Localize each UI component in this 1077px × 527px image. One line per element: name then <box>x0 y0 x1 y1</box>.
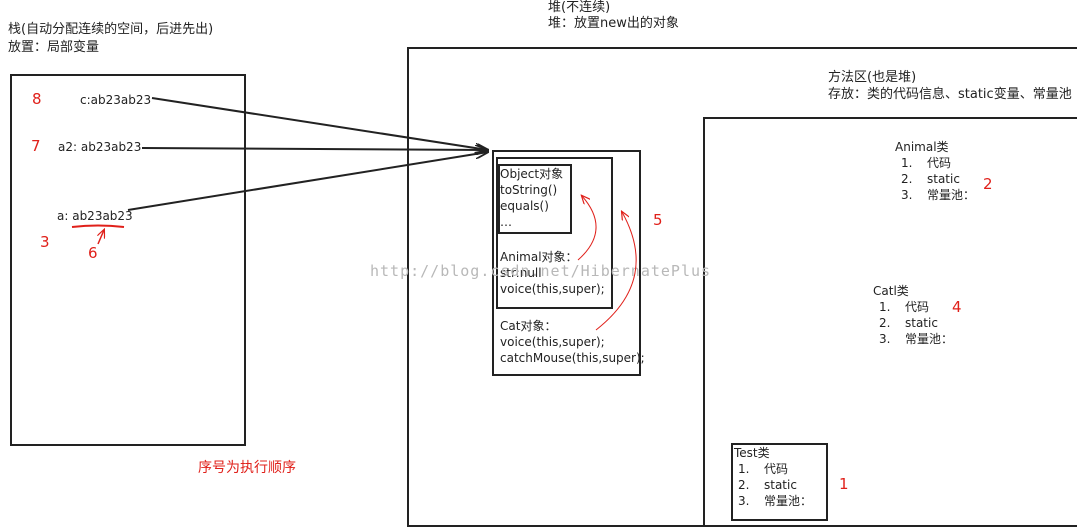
stack-box <box>10 74 246 446</box>
method-area-subtitle: 存放：类的代码信息、static变量、常量池 <box>828 87 1072 102</box>
cat-class-item: 2.static <box>879 316 938 330</box>
cat-object-line: catchMouse(this,super); <box>500 351 645 365</box>
test-class-item: 3.常量池： <box>738 494 813 508</box>
cat-object-title: Cat对象： <box>500 319 557 333</box>
animal-object-line: str:null <box>500 266 542 280</box>
test-class-list: 1.代码 2.static 3.常量池： <box>738 461 812 509</box>
order-note: 序号为执行顺序 <box>198 460 296 476</box>
red-curve-animal-to-object <box>577 196 597 261</box>
heap-subtitle: 堆：放置new出的对象 <box>548 16 679 31</box>
pointer-6 <box>98 230 104 245</box>
object-object-box <box>498 164 572 234</box>
animal-object-title: Animal对象： <box>500 250 578 264</box>
test-class: Test类 1.代码 2.static 3.常量池： <box>734 445 812 509</box>
animal-class-item: 1.代码 <box>901 156 952 170</box>
cat-class-title: Catl类 <box>873 284 909 298</box>
animal-object-box <box>496 157 613 309</box>
order-label-3: 3 <box>40 233 50 251</box>
order-label-2: 2 <box>983 175 993 193</box>
test-class-item: 1.代码 <box>738 462 789 476</box>
stack-var-a: a: ab23ab23 <box>57 209 133 223</box>
object-object-line: equals() <box>500 199 549 213</box>
test-class-box <box>731 443 828 521</box>
animal-class-item: 2.static <box>901 172 960 186</box>
object-object: Object对象 toString() equals() … <box>500 166 563 230</box>
animal-object: Animal对象： str:null voice(this,super); <box>500 249 605 297</box>
animal-class-list: 1.代码 2.static 3.常量池： <box>901 155 975 203</box>
order-label-6: 6 <box>88 244 98 262</box>
cat-class-list: 1.代码 2.static 3.常量池： <box>879 299 953 347</box>
arrow-a-to-object <box>127 152 488 211</box>
watermark: http://blog.csdn.net/HibernatePlus <box>370 262 712 280</box>
heap-title: 堆(不连续) <box>548 0 611 15</box>
underline-a-value <box>71 224 125 228</box>
arrow-c-to-object <box>151 97 488 150</box>
order-label-4: 4 <box>952 298 962 316</box>
test-class-item: 2.static <box>738 478 797 492</box>
cat-class-item: 3.常量池： <box>879 332 954 346</box>
cat-object-box <box>492 150 641 376</box>
animal-class: Animal类 1.代码 2.static 3.常量池： <box>895 139 975 203</box>
stack-var-c: c:ab23ab23 <box>80 93 152 107</box>
animal-class-item: 3.常量池： <box>901 188 976 202</box>
object-object-line: … <box>500 215 512 229</box>
cat-object-line: voice(this,super); <box>500 335 605 349</box>
arrow-a2-to-object <box>141 148 488 150</box>
order-label-5: 5 <box>653 211 663 229</box>
stack-subtitle: 放置：局部变量 <box>8 40 100 55</box>
object-object-line: toString() <box>500 183 558 197</box>
cat-object: Cat对象： voice(this,super); catchMouse(thi… <box>500 318 645 366</box>
stack-title: 栈(自动分配连续的空间，后进先出) <box>8 22 214 37</box>
order-label-7: 7 <box>31 137 41 155</box>
object-object-title: Object对象 <box>500 167 564 181</box>
test-class-title: Test类 <box>734 446 770 460</box>
method-area-title: 方法区(也是堆) <box>828 70 917 85</box>
order-label-1: 1 <box>839 475 849 493</box>
cat-class: Catl类 1.代码 2.static 3.常量池： <box>873 283 953 347</box>
cat-class-item: 1.代码 <box>879 300 930 314</box>
stack-var-a2: a2: ab23ab23 <box>58 140 142 154</box>
red-curve-cat-to-animal <box>595 212 637 331</box>
order-label-8: 8 <box>32 90 42 108</box>
animal-class-title: Animal类 <box>895 140 949 154</box>
animal-object-line: voice(this,super); <box>500 282 605 296</box>
